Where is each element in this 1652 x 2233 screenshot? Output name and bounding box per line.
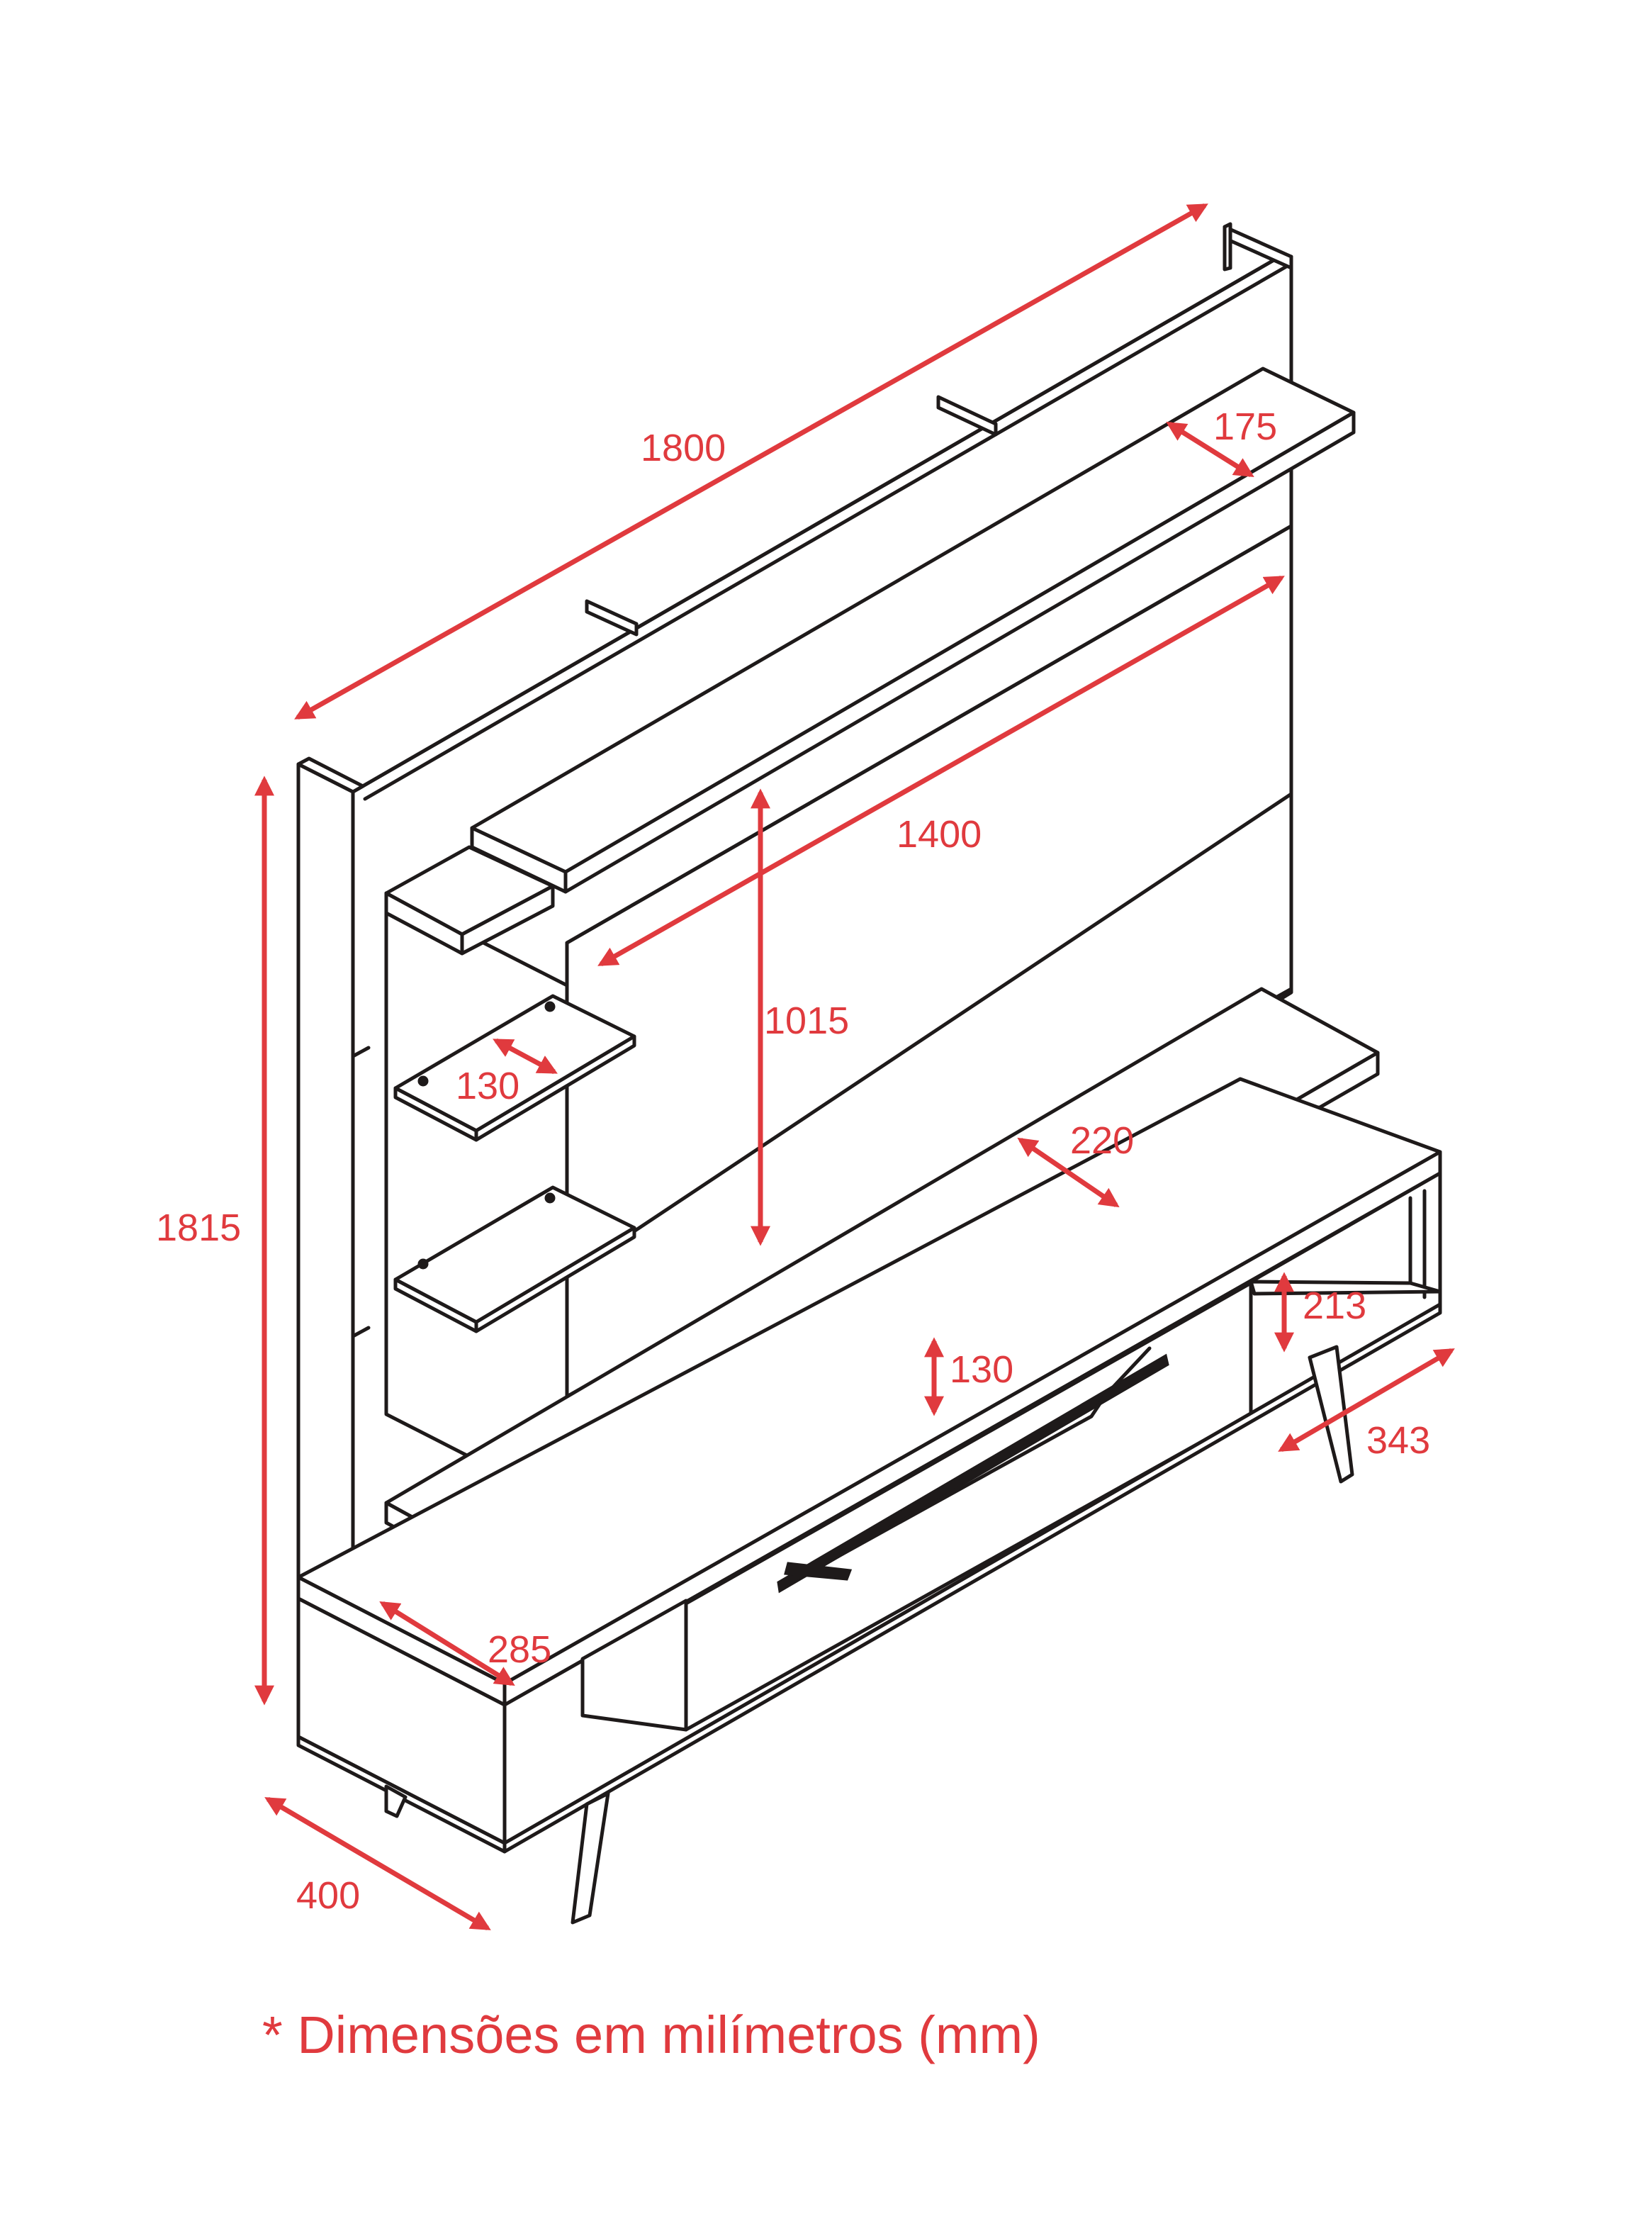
dim-line-top-shelf-depth <box>1166 422 1254 477</box>
label-total-width: 1800 <box>641 427 726 469</box>
dim-line-depth <box>264 1796 491 1931</box>
label-top-shelf-depth: 175 <box>1213 405 1277 448</box>
dim-line-panel-width <box>597 575 1285 967</box>
label-depth: 400 <box>296 1874 360 1917</box>
dim-line-total-width <box>294 203 1208 720</box>
units-footnote: * Dimensões em milímetros (mm) <box>262 2005 1040 2064</box>
drawer-handle <box>777 1346 1169 1594</box>
dim-line-tv-shelf-depth <box>1017 1137 1120 1208</box>
label-drawer-height: 130 <box>950 1348 1013 1391</box>
dimension-lines <box>254 203 1455 1931</box>
label-niche-height: 213 <box>1303 1285 1366 1327</box>
dim-line-base-depth <box>379 1601 515 1686</box>
label-panel-width: 1400 <box>897 813 982 856</box>
label-tv-shelf-depth: 220 <box>1070 1119 1134 1162</box>
label-total-height: 1815 <box>156 1207 241 1249</box>
glass-shelf-lower <box>393 1185 636 1333</box>
dimension-labels: 1800 1815 400 175 1400 1015 130 220 130 … <box>156 405 1430 1917</box>
label-base-depth: 285 <box>488 1628 551 1671</box>
label-glass-shelf-depth: 130 <box>456 1065 519 1107</box>
label-rack-depth: 343 <box>1366 1419 1430 1462</box>
dim-line-rack-depth <box>1278 1348 1455 1453</box>
dim-line-glass-shelf-depth <box>493 1038 558 1075</box>
label-panel-height: 1015 <box>764 1000 849 1042</box>
